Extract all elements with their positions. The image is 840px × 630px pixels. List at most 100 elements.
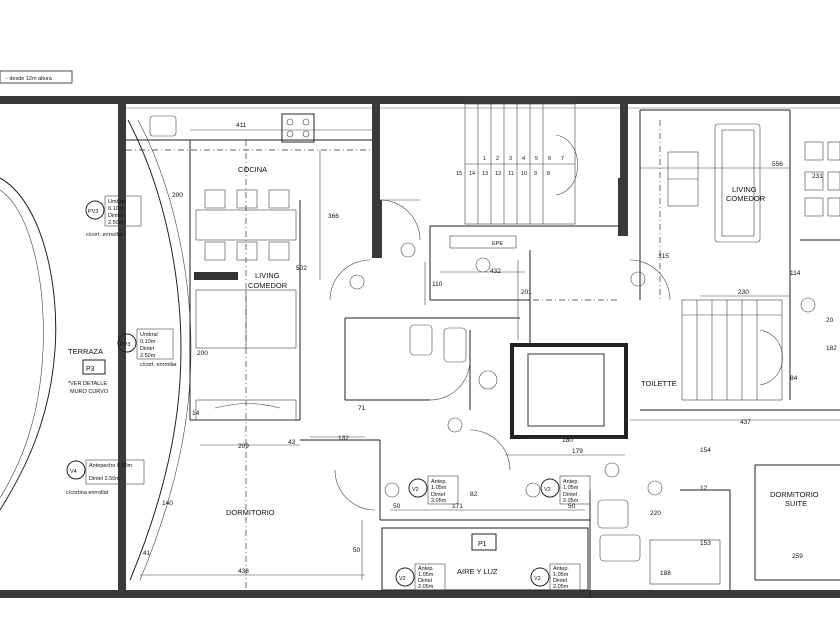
comedor-right-label: COMEDOR — [726, 194, 766, 203]
main-stair: 1 2 3 4 5 6 7 15 14 13 12 11 10 9 8 — [456, 103, 578, 225]
v2-b-line2: 1.05m — [563, 485, 579, 491]
v2-d-code: V2 — [534, 576, 541, 582]
p3-box — [82, 359, 106, 375]
dim-20: 20 — [826, 317, 834, 324]
v2-a-code: V2 — [412, 487, 419, 493]
dim-84: 84 — [790, 375, 798, 382]
pv3-a-line5: c/cort. enrrollar — [86, 232, 123, 238]
stair-step-3: 3 — [509, 156, 512, 162]
living-right-furniture — [667, 123, 840, 243]
v2-a-line2: 1.05m — [431, 485, 447, 491]
stair-step-11: 11 — [508, 171, 514, 177]
dim-110: 110 — [432, 281, 443, 288]
dim-200-b: 200 — [197, 350, 208, 357]
dormitorio-suite-label-2: SUITE — [785, 499, 807, 508]
light-fixtures — [349, 242, 816, 498]
v4-code: V4 — [70, 469, 77, 475]
stair-step-13: 13 — [482, 171, 488, 177]
detalle-text-1: *VER DETALLE — [68, 381, 107, 387]
dim-179: 179 — [572, 448, 583, 455]
dim-43: 43 — [288, 439, 296, 446]
pv3-b-line2: 0.10m — [140, 339, 156, 345]
dim-41: 41 — [143, 550, 151, 557]
stair-step-4: 4 — [522, 156, 525, 162]
dim-502: 502 — [296, 265, 307, 272]
dim-315: 315 — [658, 253, 669, 260]
pv3-a-line1: Umbral — [108, 199, 126, 205]
stair-step-10: 10 — [521, 171, 527, 177]
room-labels: COCINA LIVING COMEDOR TERRAZA P3 *VER DE… — [68, 165, 819, 517]
p3-label: P3 — [86, 366, 95, 373]
pv3-a-line4: 2.50m — [108, 220, 124, 226]
pv3-a-line2: 0.10m — [108, 206, 124, 212]
pv3-b-line1: Umbral — [140, 332, 158, 338]
dim-132: 132 — [338, 435, 349, 442]
window-tag-pv3-a: PV3 Umbral 0.10m Dintel 2.50m c/cort. en… — [85, 195, 142, 238]
v2-b-line3: Dintel — [563, 492, 577, 498]
dim-188: 188 — [660, 570, 671, 577]
stair-step-7: 7 — [561, 156, 564, 162]
window-tag-v2-c: V2 Antep. 1.05m Dintel 2.05m — [395, 563, 446, 591]
dim-50-c: 50 — [568, 503, 576, 510]
pv3-b-line5: c/cort. enrrollar — [140, 362, 177, 368]
outer-walls — [0, 96, 840, 598]
comedor-left-label: COMEDOR — [248, 281, 288, 290]
dim-12: 12 — [700, 485, 708, 492]
stair-step-9: 9 — [534, 171, 537, 177]
dim-438: 438 — [238, 568, 249, 575]
dim-14: 14 — [192, 410, 200, 417]
stair-step-14: 14 — [469, 171, 475, 177]
stair-step-12: 12 — [495, 171, 501, 177]
v2-d-line1: Antep. — [553, 566, 569, 572]
dim-71: 71 — [358, 405, 366, 412]
hidden-lines — [126, 120, 661, 590]
dim-259: 259 — [792, 553, 803, 560]
detalle-text-2: MURO CURVO — [70, 389, 109, 395]
pv3-b-line3: Dintel — [140, 346, 154, 352]
v2-b-code: V2 — [544, 487, 551, 493]
dim-114: 114 — [790, 270, 801, 277]
dim-82: 82 — [470, 491, 478, 498]
dim-50-b: 50 — [393, 503, 401, 510]
dim-220: 220 — [650, 510, 661, 517]
dim-437: 437 — [740, 419, 751, 426]
dim-200-a: 200 — [172, 192, 183, 199]
v2-a-line4: 2.05m — [431, 498, 447, 504]
v2-c-line2: 1.05m — [418, 572, 434, 578]
dimension-lines — [140, 129, 840, 580]
dormitorio-label: DORMITORIO — [226, 508, 275, 517]
v2-c-line3: Dintel — [418, 578, 432, 584]
dim-180: 180 — [562, 437, 573, 444]
pv3-b-line4: 2.50m — [140, 353, 156, 359]
elevator — [510, 343, 628, 439]
stair-step-6: 6 — [548, 156, 551, 162]
height-note-text: - desde 12m altura — [6, 76, 53, 82]
dim-171: 171 — [452, 503, 463, 510]
v2-c-code: V2 — [399, 576, 406, 582]
toilette-label: TOILETTE — [641, 379, 677, 388]
stair-step-15: 15 — [456, 171, 462, 177]
dim-556: 556 — [772, 161, 783, 168]
air-light-shaft: P1 AIRE Y LUZ — [381, 527, 589, 591]
v2-b-line4: 2.05m — [563, 498, 579, 504]
dim-201: 201 — [521, 289, 532, 296]
doors — [329, 199, 671, 511]
dim-432: 432 — [490, 268, 501, 275]
dim-209: 209 — [238, 443, 249, 450]
dim-366: 366 — [328, 213, 339, 220]
window-tag-pv3-b: PV3 Umbral 0.10m Dintel 2.50m c/cort. en… — [117, 328, 177, 368]
v2-a-line1: Antep. — [431, 479, 447, 485]
window-tag-v2-a: V2 Antep. 1.05m Dintel 2.05m — [408, 475, 459, 505]
v2-d-line4: 2.05m — [553, 584, 569, 590]
dim-231: 231 — [812, 173, 823, 180]
height-note: - desde 12m altura — [0, 70, 73, 84]
stair-step-2: 2 — [496, 156, 499, 162]
v2-a-line3: Dintel — [431, 492, 445, 498]
p1-label: P1 — [478, 541, 487, 548]
v4-line3: c/cortina enrrollar — [66, 490, 109, 496]
stair-step-5: 5 — [535, 156, 538, 162]
pv3-a-code: PV3 — [88, 209, 98, 215]
aire-y-luz-label: AIRE Y LUZ — [457, 567, 498, 576]
window-tag-v2-d: V2 Antep. 1.05m Dintel 2.05m — [530, 563, 581, 591]
